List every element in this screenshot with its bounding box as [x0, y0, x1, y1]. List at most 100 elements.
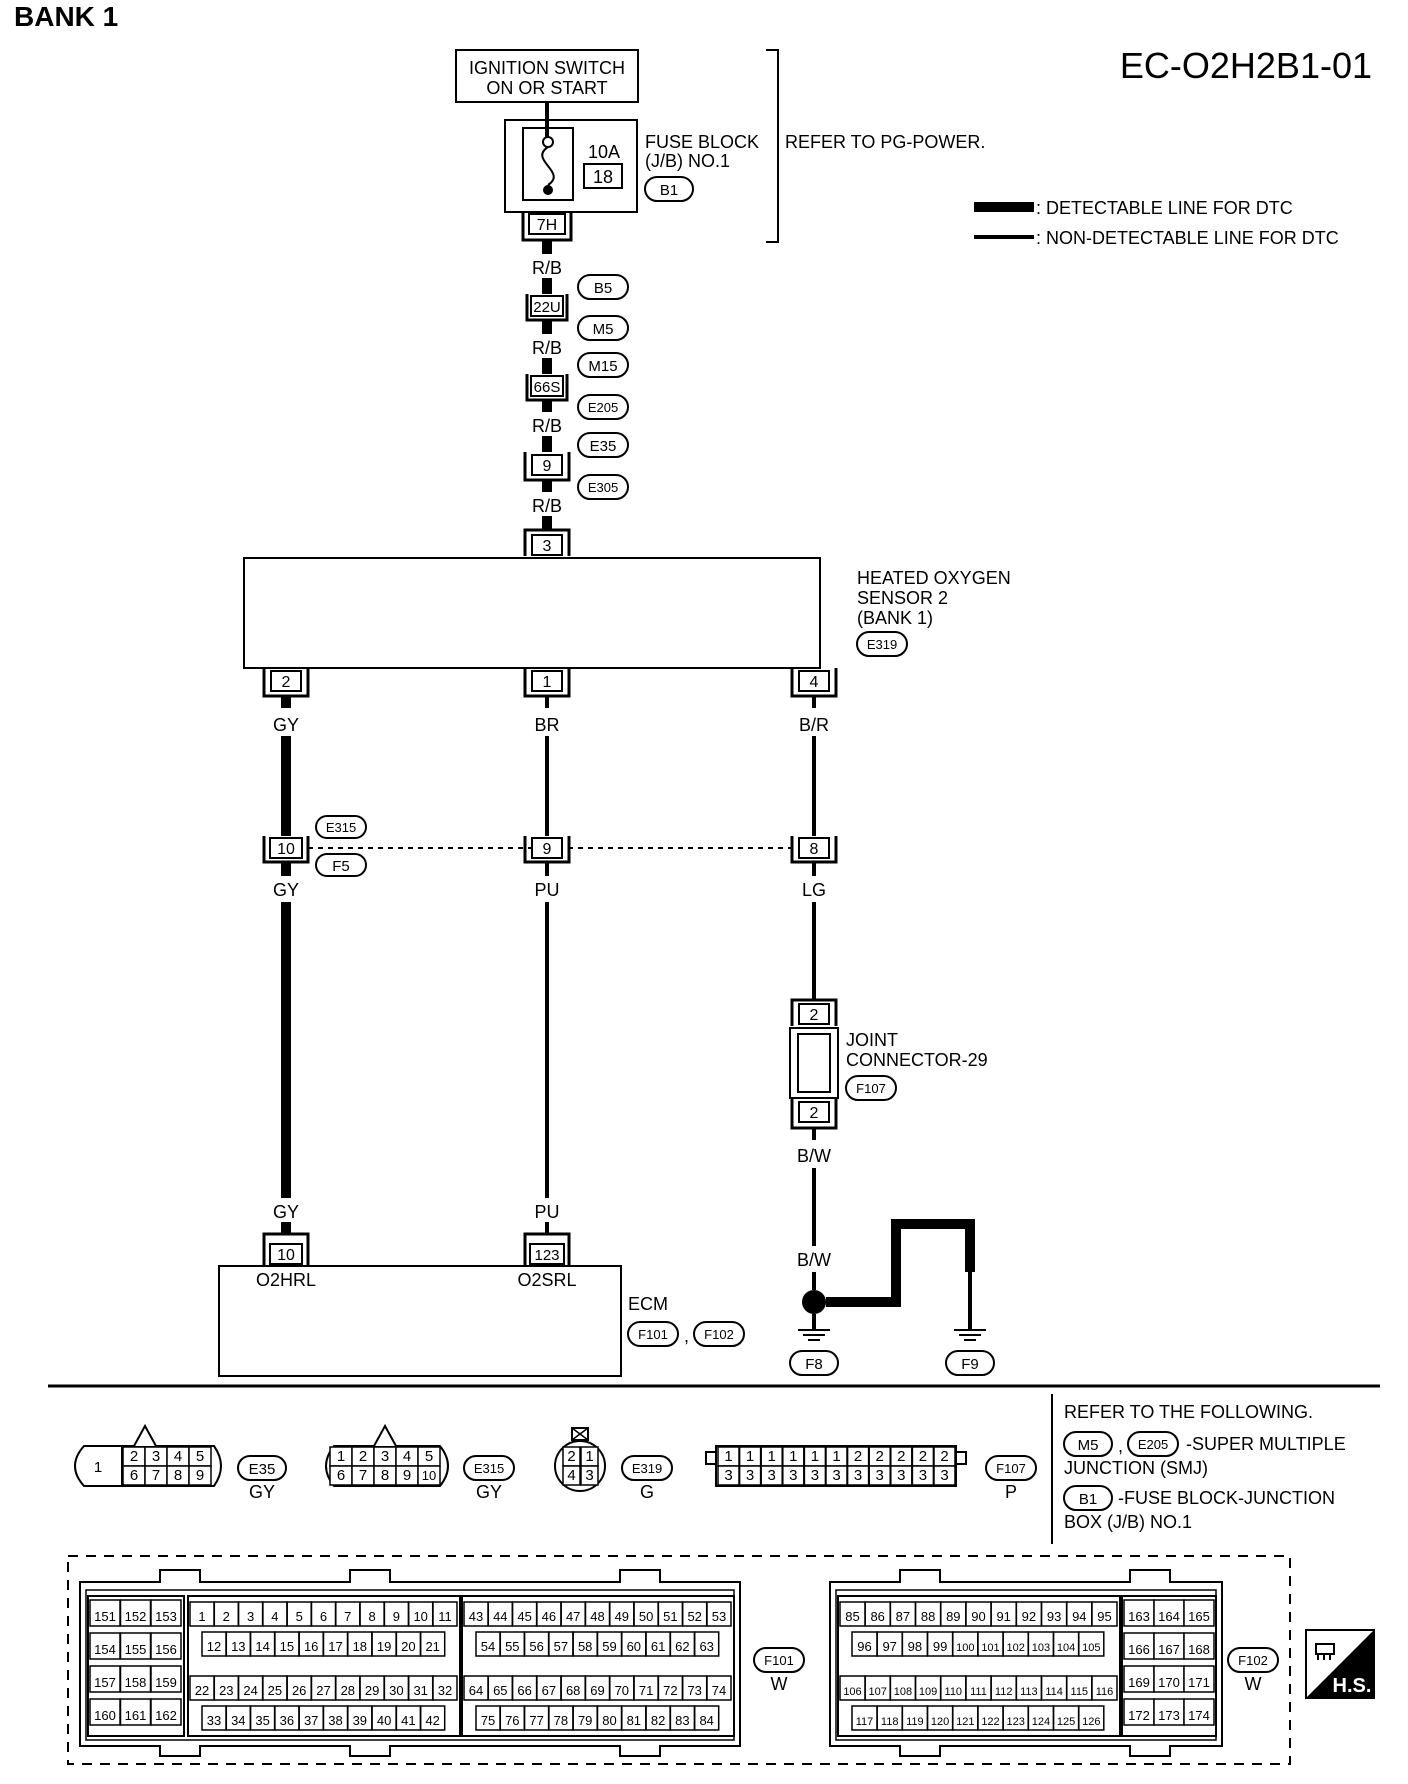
f101-pin: 39: [347, 1705, 373, 1731]
svg-text:75: 75: [481, 1713, 495, 1728]
svg-text:68: 68: [566, 1683, 580, 1698]
f107-pin: 1: [738, 1446, 762, 1467]
f102-pin: 97: [876, 1631, 903, 1657]
f101-pin: 42: [419, 1705, 446, 1731]
e35-pin: 9: [188, 1465, 212, 1486]
svg-text:152: 152: [125, 1609, 147, 1624]
f102-pin: 108: [889, 1675, 917, 1701]
svg-text:10: 10: [422, 1468, 436, 1483]
svg-text:153: 153: [155, 1609, 177, 1624]
svg-text:1: 1: [543, 674, 552, 691]
ecm-label: ECM: [628, 1294, 668, 1314]
svg-text:43: 43: [469, 1609, 483, 1624]
legend-non-detectable: : NON-DETECTABLE LINE FOR DTC: [1036, 228, 1339, 248]
f102-pin: 98: [901, 1631, 929, 1657]
svg-text:107: 107: [869, 1686, 887, 1698]
f101-pin: 52: [681, 1601, 708, 1627]
f101-pin: 66: [511, 1675, 538, 1701]
svg-text:30: 30: [389, 1683, 403, 1698]
svg-text:3: 3: [724, 1467, 732, 1484]
svg-text:111: 111: [970, 1686, 987, 1698]
f101-pin: 158: [119, 1665, 152, 1693]
svg-text:1: 1: [585, 1448, 593, 1465]
f101-pin: 1: [189, 1601, 215, 1627]
f101-pin: 6: [310, 1601, 337, 1627]
svg-text:3: 3: [897, 1467, 905, 1484]
svg-text:2: 2: [810, 1007, 819, 1024]
f107-pin: 1: [803, 1446, 827, 1467]
svg-text:3: 3: [543, 538, 552, 555]
svg-text:86: 86: [870, 1609, 884, 1624]
ecm-pin-name-o2srl: O2SRL: [517, 1270, 576, 1290]
svg-text:8: 8: [368, 1609, 375, 1624]
f107-pin: 3: [825, 1465, 848, 1486]
fuse-block-label-2: (J/B) NO.1: [645, 151, 730, 171]
svg-text:7: 7: [344, 1609, 351, 1624]
f102-pin: 100: [952, 1631, 979, 1657]
svg-text:57: 57: [554, 1639, 568, 1654]
ecm-connector-frame: [67, 1555, 1291, 1765]
svg-text:38: 38: [328, 1713, 342, 1728]
svg-text:45: 45: [517, 1609, 531, 1624]
f102-pin: 120: [926, 1705, 954, 1731]
f101-pin: 79: [572, 1705, 598, 1731]
fuse-icon: [541, 146, 555, 186]
svg-text:E315: E315: [326, 820, 356, 835]
svg-text:9: 9: [196, 1467, 204, 1484]
svg-text:71: 71: [639, 1683, 653, 1698]
f102-pin: 103: [1027, 1631, 1055, 1657]
svg-text:83: 83: [675, 1713, 689, 1728]
svg-text:118: 118: [881, 1716, 899, 1728]
refer-fb: -FUSE BLOCK-JUNCTION: [1118, 1488, 1335, 1508]
svg-text:6: 6: [337, 1467, 345, 1484]
svg-text:114: 114: [1045, 1686, 1063, 1698]
f101-pin: 44: [487, 1601, 514, 1627]
badge-m15: M15: [577, 352, 629, 378]
f102-pin: 113: [1015, 1675, 1043, 1701]
f101-pin: 28: [335, 1675, 361, 1701]
svg-text:2: 2: [359, 1448, 367, 1465]
f102-pin: 124: [1027, 1705, 1055, 1731]
svg-text:85: 85: [845, 1609, 859, 1624]
f101-pin: 69: [584, 1675, 611, 1701]
svg-text:28: 28: [341, 1683, 355, 1698]
f101-pin: 161: [119, 1698, 152, 1726]
refer-bracket: [766, 49, 779, 243]
svg-text:E205: E205: [1138, 1437, 1168, 1452]
f101-pin: 157: [89, 1665, 121, 1693]
svg-text:103: 103: [1032, 1642, 1050, 1654]
svg-text:72: 72: [663, 1683, 677, 1698]
f101-pin: 47: [560, 1601, 586, 1627]
f102-pin: 172: [1123, 1698, 1155, 1726]
refer-badge-b1: B1: [1063, 1485, 1113, 1511]
svg-text:100: 100: [956, 1642, 974, 1654]
f101-pin: 51: [657, 1601, 684, 1627]
f101-pin: 17: [322, 1631, 349, 1657]
ground-badge-f9: F9: [945, 1350, 995, 1376]
f102-pin: 125: [1052, 1705, 1080, 1731]
svg-text:7: 7: [359, 1467, 367, 1484]
fuse-block-badge: B1: [644, 176, 694, 202]
svg-text:13: 13: [231, 1639, 245, 1654]
f101-pin: 65: [487, 1675, 514, 1701]
svg-text:18: 18: [353, 1639, 367, 1654]
f101-pin: 67: [536, 1675, 562, 1701]
e315-pin: 6: [329, 1465, 353, 1486]
wire-pu-ecm: PU: [534, 1202, 559, 1222]
wire-rb-4: R/B: [532, 496, 562, 516]
f102-pin: 105: [1078, 1631, 1105, 1657]
wire-pu-mid: PU: [534, 880, 559, 900]
f101-pin: 162: [150, 1698, 182, 1726]
svg-text:3: 3: [876, 1467, 884, 1484]
wire-br-right-top: B/R: [799, 715, 829, 735]
sensor-pin-2: 2: [262, 668, 310, 698]
svg-text:37: 37: [304, 1713, 318, 1728]
f101-pin: 26: [286, 1675, 312, 1701]
svg-text:73: 73: [687, 1683, 701, 1698]
svg-text:3: 3: [940, 1467, 948, 1484]
fuse-number-box: [583, 163, 623, 189]
f107-pin: 1: [825, 1446, 848, 1467]
svg-text:97: 97: [882, 1639, 896, 1654]
f101-pin: 56: [523, 1631, 550, 1657]
